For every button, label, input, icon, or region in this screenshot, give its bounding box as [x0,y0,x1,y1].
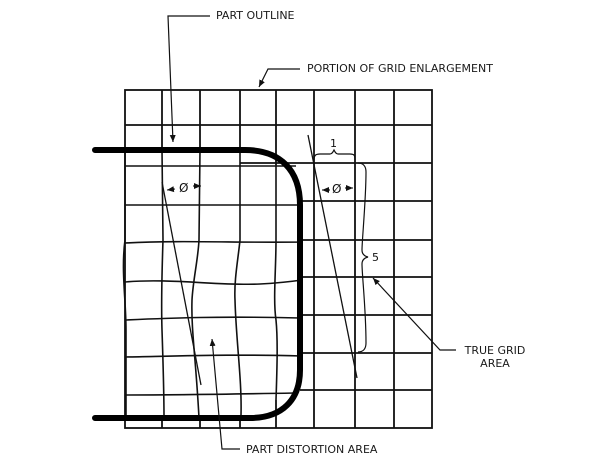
label-part-outline: PART OUTLINE [216,9,295,22]
label-part-distortion: PART DISTORTION AREA [246,443,378,456]
distorted-grid [122,149,303,419]
brace-vertical [357,162,369,353]
angle-symbol-left: Ø [179,181,188,195]
true-grid [124,89,433,429]
angle-symbol-right: Ø [332,182,341,196]
part-outline [92,147,303,421]
label-grid-enlargement: PORTION OF GRID ENLARGEMENT [307,62,493,75]
label-true-grid-area: TRUE GRID AREA [460,344,530,370]
dimension-5: 5 [372,251,379,264]
angle-marks [166,183,353,193]
label-true-grid-line2: AREA [480,357,510,370]
label-true-grid-line1: TRUE GRID [464,344,526,357]
dimension-1: 1 [330,137,337,150]
leader-lines [167,15,456,450]
brace-horizontal [313,148,356,161]
reference-lines [161,134,358,386]
